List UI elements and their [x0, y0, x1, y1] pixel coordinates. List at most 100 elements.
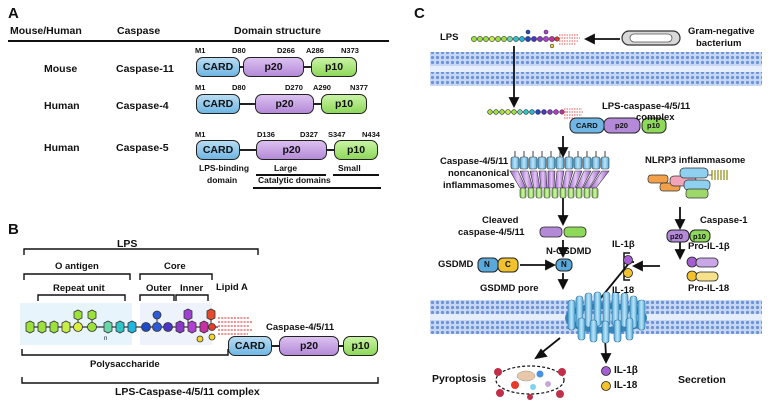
gram-negative-label: Gram-negative	[688, 26, 755, 37]
caspase1-p20-label: p20	[670, 232, 683, 241]
pro-il1b-label: Pro-IL-1β	[688, 241, 730, 252]
lps-caspase-complex-c-label: LPS-caspase-4/5/11	[602, 101, 691, 112]
row1-card-domain: CARD	[196, 57, 240, 77]
noncanonical-label-3: inflammasomes	[443, 180, 515, 191]
row1-caspase: Caspase-11	[116, 63, 174, 75]
noncanonical-label-1: Caspase-4/5/11	[440, 156, 509, 167]
caspase1-p10	[689, 229, 711, 243]
header-domain-structure: Domain structure	[234, 25, 321, 37]
row3-linker	[240, 149, 257, 151]
lipid-a-label: Lipid A	[216, 282, 248, 293]
header-rule	[8, 40, 389, 42]
gsdmd-n-letter: N	[484, 260, 490, 269]
complex-c-label: complex	[636, 112, 675, 123]
bacterium-label: bacterium	[696, 38, 742, 49]
small-underline	[333, 174, 379, 176]
panel-b-letter: B	[8, 221, 19, 238]
caspase1-p20	[666, 229, 690, 243]
row3-species: Human	[44, 142, 80, 154]
row2-pos-1: M1	[195, 83, 206, 92]
row1-linker	[240, 66, 244, 68]
noncanonical-inflammasome	[509, 151, 610, 199]
row2-pos-5: N377	[350, 83, 368, 92]
row2-p10-domain: p10	[321, 94, 367, 114]
catalytic-label: Catalytic domains	[258, 175, 331, 185]
row2-p20-domain: p20	[255, 94, 314, 114]
gsdmd-pore-label: GSDMD pore	[480, 283, 539, 294]
cleaved-p20	[539, 226, 563, 238]
row2-pos-3: D270	[285, 83, 303, 92]
cleaved-p10	[563, 226, 587, 238]
panel-a-letter: A	[8, 5, 19, 22]
header-caspase: Caspase	[117, 25, 161, 37]
noncanonical-label-2: noncanonical	[448, 168, 510, 179]
row3-pos-4: S347	[328, 130, 346, 139]
row3-pos-2: D136	[257, 130, 275, 139]
secretion-label: Secretion	[678, 374, 726, 386]
c-complex-card-label: CARD	[576, 121, 598, 130]
core-label: Core	[164, 261, 186, 272]
n-gsdmd-letter: N	[561, 260, 567, 269]
pyroptosis-label: Pyroptosis	[432, 373, 487, 385]
c-complex-p20-label: p20	[615, 121, 628, 130]
row2-linker	[240, 103, 256, 105]
row2-caspase: Caspase-4	[116, 100, 169, 112]
row3-p10-domain: p10	[334, 140, 378, 160]
inner-lps-chain	[487, 109, 568, 115]
gsdmd-label: GSDMD	[438, 259, 474, 270]
row1-pos-1: M1	[195, 46, 206, 55]
il1b-secreted-label: IL-1β	[614, 365, 638, 376]
row1-species: Mouse	[44, 63, 78, 75]
row1-p20-domain: p20	[243, 57, 304, 77]
top-lps-chain	[471, 29, 560, 49]
b-card-domain: CARD	[228, 336, 272, 356]
row3-card-domain: CARD	[196, 140, 240, 160]
row1-pos-5: N373	[341, 46, 359, 55]
b-linker-2	[339, 345, 344, 347]
lps-binding-label: LPS-binding	[199, 163, 250, 173]
cleaved-label-2: caspase-4/5/11	[458, 227, 525, 238]
row2-pos-4: A290	[313, 83, 331, 92]
catalytic-underline	[253, 187, 381, 189]
repeat-n-label: n	[104, 336, 108, 342]
cleaved-label-1: Cleaved	[482, 215, 519, 226]
o-antigen-label: O antigen	[55, 261, 99, 272]
c-lps-label: LPS	[440, 32, 459, 43]
row3-pos-1: M1	[195, 130, 206, 139]
n-gsdmd-domain	[555, 258, 573, 272]
row1-pos-4: A286	[306, 46, 324, 55]
panel-c-letter: C	[414, 5, 425, 22]
row1-linker-2	[304, 66, 312, 68]
gsdmd-c-letter: C	[505, 260, 511, 269]
b-p20-domain: p20	[279, 336, 339, 356]
pro-il18-label: Pro-IL-18	[688, 283, 730, 294]
inner-label: Inner	[180, 283, 204, 294]
row1-p10-domain: p10	[311, 57, 357, 77]
caspase1-label: Caspase-1	[700, 215, 748, 226]
row1-pos-2: D80	[232, 46, 246, 55]
c-complex-p10-label: p10	[647, 121, 660, 130]
caspase1-p10-label: p10	[693, 232, 706, 241]
small-label: Small	[338, 163, 361, 173]
lps-binding-label-2: domain	[207, 175, 238, 185]
row2-species: Human	[44, 100, 80, 112]
large-underline	[256, 174, 326, 176]
row2-pos-2: D80	[232, 83, 246, 92]
pyroptotic-cell-icon	[494, 365, 566, 400]
nlrp3-label: NLRP3 inflammasome	[645, 155, 746, 166]
lps-label: LPS	[117, 238, 138, 250]
lps-caspase-complex-label: LPS-Caspase-4/5/11 complex	[115, 386, 260, 398]
row3-pos-5: N434	[362, 130, 380, 139]
caspase-4-5-11-label: Caspase-4/5/11	[266, 322, 335, 333]
row2-linker-2	[314, 103, 322, 105]
large-label: Large	[274, 163, 298, 173]
c-complex-p10	[641, 117, 667, 134]
il18-label: IL-18	[612, 285, 635, 296]
polysaccharide-label: Polysaccharide	[90, 359, 160, 370]
repeat-unit-label: Repeat unit	[53, 283, 105, 294]
gsdmd-c-domain	[497, 257, 519, 273]
c-complex-p20	[603, 117, 641, 134]
